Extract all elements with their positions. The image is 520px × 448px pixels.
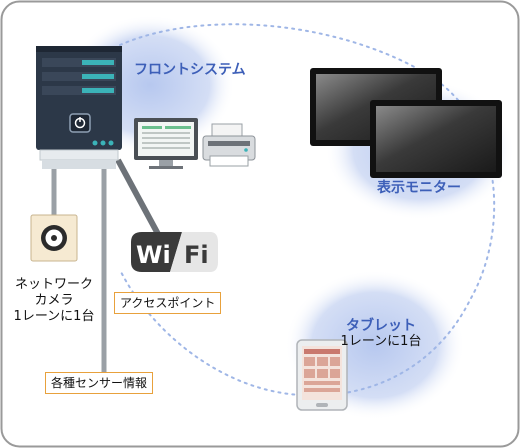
network-camera-line-2: カメラ: [34, 293, 74, 308]
front-system-label: フロントシステム: [134, 62, 246, 78]
access-point-label: アクセスポイント: [114, 292, 222, 314]
network-camera-line-1: ネットワーク: [14, 277, 93, 292]
network-camera-label: ネットワーク カメラ 1レーンに1台: [4, 277, 104, 325]
printer-icon: [202, 123, 256, 167]
network-camera-line-3: 1レーンに1台: [13, 309, 95, 324]
tablet-count: 1レーンに1台: [340, 334, 422, 349]
wifi-text-left: Wi: [136, 241, 171, 269]
desktop-computer-icon: [134, 118, 198, 169]
display-monitor-label: 表示モニター: [377, 180, 461, 196]
sensor-info-label: 各種センサー情報: [45, 372, 154, 394]
tablet-title: タブレット: [346, 318, 416, 334]
wifi-text-right: Fi: [184, 241, 209, 269]
server-icon: [36, 46, 122, 169]
camera-icon: [30, 214, 78, 262]
wifi-cable: [115, 158, 161, 236]
wifi-logo-icon: Wi Fi: [131, 232, 218, 272]
tablet-label: タブレット 1レーンに1台: [326, 318, 436, 350]
monitor-icon: [370, 100, 502, 178]
tablet-icon: [296, 339, 348, 411]
